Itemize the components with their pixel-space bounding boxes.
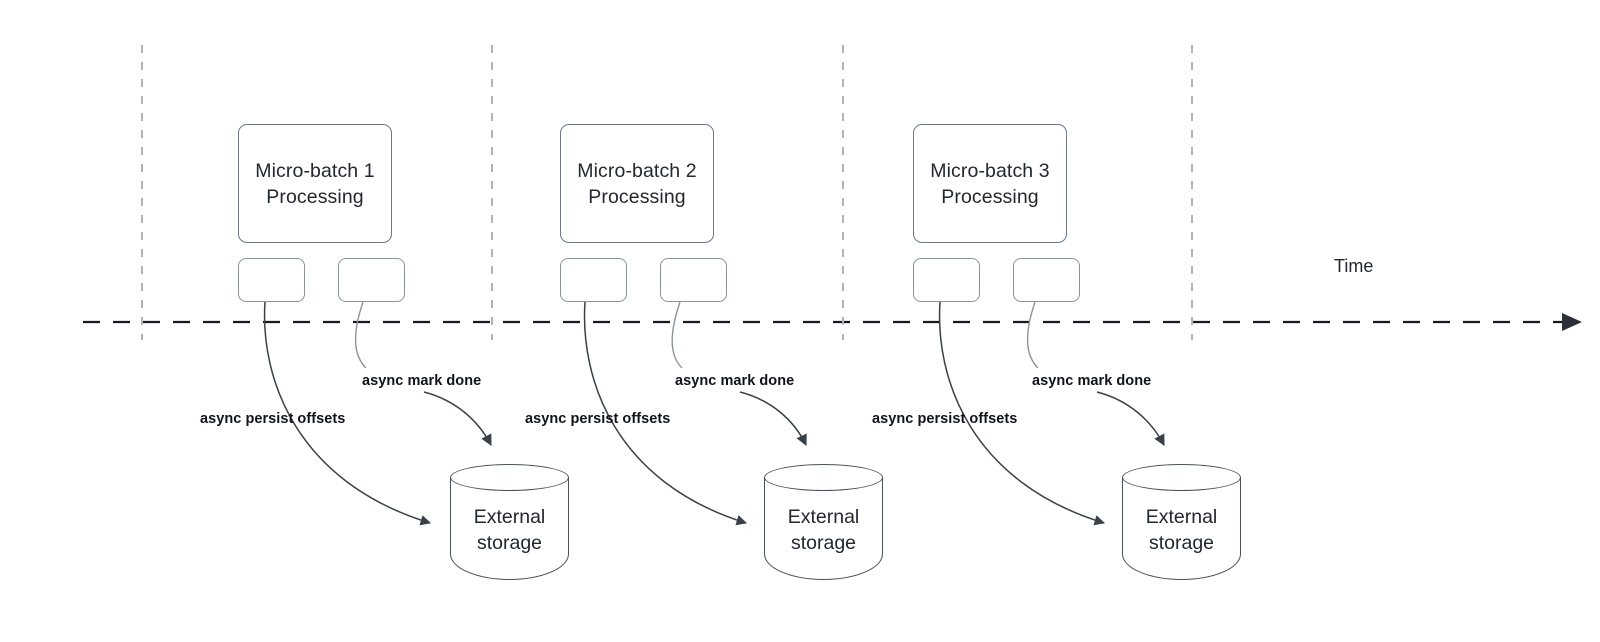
cylinder-body: [1122, 477, 1241, 580]
external-storage-3-label: External storage: [1145, 506, 1218, 554]
label-async-persist-offsets-3: async persist offsets: [872, 411, 1018, 427]
external-storage-1-label: External storage: [473, 506, 546, 554]
cylinder-top-ellipse: [450, 464, 569, 491]
cylinder-body: [764, 477, 883, 580]
external-storage-3[interactable]: External storage: [1122, 464, 1241, 580]
cylinder-top-ellipse: [1122, 464, 1241, 491]
label-async-mark-done-1: async mark done: [362, 373, 482, 389]
micro-batch-2-task-a[interactable]: [560, 258, 627, 302]
micro-batch-3-box[interactable]: Micro-batch 3 Processing: [913, 124, 1067, 243]
cylinder-top-ellipse: [764, 464, 883, 491]
micro-batch-1-box[interactable]: Micro-batch 1 Processing: [238, 124, 392, 243]
micro-batch-1-task-a[interactable]: [238, 258, 305, 302]
label-async-persist-offsets-2: async persist offsets: [525, 411, 671, 427]
micro-batch-2-task-b[interactable]: [660, 258, 727, 302]
external-storage-1[interactable]: External storage: [450, 464, 569, 580]
label-async-mark-done-3: async mark done: [1032, 373, 1152, 389]
micro-batch-3-task-b[interactable]: [1013, 258, 1080, 302]
external-storage-2-label: External storage: [787, 506, 860, 554]
time-axis: [83, 313, 1582, 331]
micro-batch-2-box[interactable]: Micro-batch 2 Processing: [560, 124, 714, 243]
cylinder-body: [450, 477, 569, 580]
label-async-mark-done-2: async mark done: [675, 373, 795, 389]
micro-batch-1-task-b[interactable]: [338, 258, 405, 302]
time-axis-label: Time: [1334, 256, 1374, 276]
label-async-persist-offsets-1: async persist offsets: [200, 411, 346, 427]
external-storage-2[interactable]: External storage: [764, 464, 883, 580]
micro-batch-3-task-a[interactable]: [913, 258, 980, 302]
